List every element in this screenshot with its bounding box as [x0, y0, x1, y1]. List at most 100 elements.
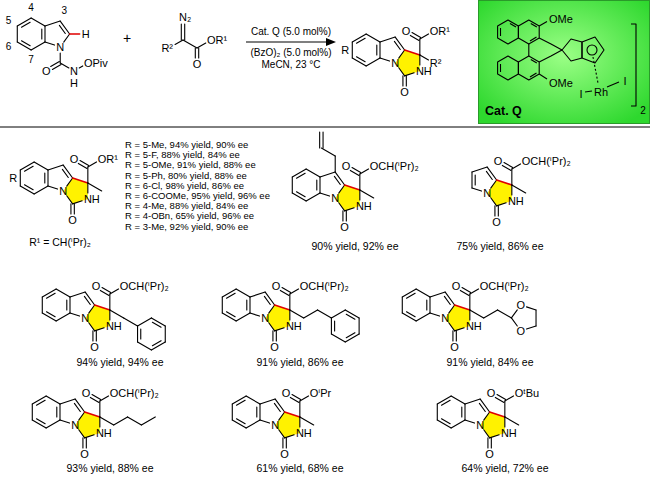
bond-line — [59, 25, 65, 33]
bond-line — [402, 289, 416, 297]
bond-line — [236, 289, 250, 297]
bond-line — [269, 323, 275, 331]
bond-line — [437, 420, 451, 428]
atom-label: R² — [430, 57, 442, 68]
bond-line — [352, 42, 353, 58]
atom-label: O — [42, 65, 51, 76]
bond-line — [85, 292, 94, 305]
bond-line — [79, 412, 85, 420]
bond-line — [316, 180, 317, 190]
bond-line — [87, 183, 88, 193]
yield-text: 93% yield, 88% ee — [67, 463, 154, 474]
bond-line — [300, 396, 309, 401]
bond-line — [475, 175, 476, 185]
bond-line — [95, 305, 110, 310]
bond-line — [430, 313, 440, 316]
bond-line — [256, 407, 257, 417]
bond-line — [34, 162, 48, 170]
bond-line — [96, 331, 97, 341]
catalyst-name: Cat. Q — [485, 105, 522, 118]
bond-line — [45, 42, 55, 45]
bond-line — [70, 292, 85, 297]
bond-line — [84, 296, 90, 304]
bond-line — [296, 192, 305, 197]
atom-label: O — [342, 160, 351, 171]
bond-line — [441, 419, 450, 424]
atom-label: NH — [416, 65, 432, 76]
bond-line — [138, 342, 152, 350]
atom-label: NH — [96, 427, 112, 438]
bond-line — [86, 438, 87, 448]
bond-line — [504, 401, 505, 417]
bond-line — [490, 412, 505, 417]
bond-line — [451, 396, 465, 404]
bond-line — [31, 42, 45, 50]
bond-line — [399, 50, 405, 58]
atom-label: O — [487, 387, 496, 398]
bond-line — [52, 64, 61, 69]
bond-line — [60, 63, 69, 68]
bond-line — [137, 326, 138, 342]
bond-line — [21, 22, 30, 27]
atom-label: O — [280, 448, 289, 459]
bond-line — [306, 193, 320, 201]
bond-line — [342, 211, 343, 221]
bond-line — [289, 310, 290, 320]
bond-line — [46, 312, 55, 317]
bond-line — [406, 76, 407, 86]
bond-line — [292, 193, 306, 201]
bond-line — [359, 318, 360, 334]
condition-text: MeCN, 23 °C — [261, 60, 320, 70]
bond-line — [69, 297, 70, 313]
bond-line — [360, 169, 369, 174]
bond-line — [250, 292, 265, 297]
atom-label: OPiv — [84, 57, 108, 68]
atom-label: O — [193, 59, 202, 70]
bond-line — [236, 419, 245, 424]
bond-line — [20, 186, 34, 194]
atom-label: I — [579, 89, 582, 100]
position-number: 3 — [61, 6, 67, 16]
bond-line — [151, 342, 165, 350]
bond-line — [48, 165, 63, 170]
atom-label: O — [402, 25, 411, 36]
atom-label: NH — [356, 200, 372, 211]
bond-line — [376, 45, 377, 55]
atom-label: H — [82, 29, 90, 40]
bond-line — [140, 329, 141, 339]
bond-line — [416, 313, 430, 321]
bond-line — [319, 177, 320, 193]
atom-label: O — [80, 448, 89, 459]
atom-label: OCH(ⁱPr)₂ — [370, 160, 419, 171]
bond-line — [42, 297, 43, 313]
bond-line — [292, 177, 293, 193]
bond-line — [138, 318, 152, 326]
dimer-subscript: 2 — [640, 106, 646, 116]
bond-line — [48, 186, 58, 189]
bond-line — [246, 396, 260, 404]
bond-line — [299, 401, 300, 417]
bond-line — [394, 41, 400, 49]
bond-line — [73, 178, 88, 183]
bond-line — [469, 310, 470, 320]
bond-line — [70, 33, 80, 35]
bond-line — [280, 290, 289, 295]
bond-line — [511, 318, 517, 326]
atom-label: N — [81, 312, 89, 323]
substrate-entry: R = 5-Me, 94% yield, 90% ee — [125, 140, 248, 150]
bond-line — [429, 297, 430, 313]
bond-line — [78, 163, 87, 168]
bond-line — [300, 417, 314, 425]
bond-line — [79, 430, 85, 438]
bond-line — [479, 403, 485, 411]
atom-label: NH — [508, 195, 524, 206]
bond-line — [85, 412, 100, 417]
bond-line — [502, 165, 511, 170]
condition-text: (BzO)₂ (5.0 mol%) — [250, 48, 331, 58]
atom-label: O — [282, 387, 291, 398]
atom-label: N — [271, 419, 279, 430]
substrate-entry: R = 4-OBn, 65% yield, 96% ee — [125, 212, 254, 222]
bond-line — [465, 399, 480, 404]
bond-line — [265, 292, 274, 305]
bond-line — [339, 185, 345, 193]
